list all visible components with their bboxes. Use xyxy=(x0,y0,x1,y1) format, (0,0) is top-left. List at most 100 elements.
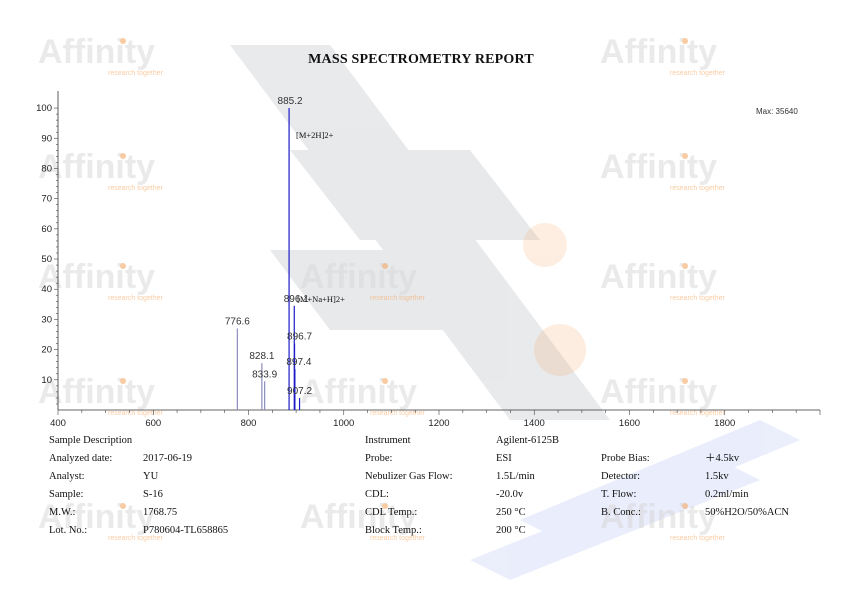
affinity-logo-text: Affinity xyxy=(600,148,717,186)
logo-dot-icon xyxy=(120,153,126,159)
nebulizer-gas-flow-value: 1.5L/min xyxy=(496,471,535,482)
logo-dot-icon xyxy=(120,38,126,44)
block-temp-value: 200 °C xyxy=(496,525,526,536)
affinity-tagline: research together xyxy=(670,295,726,302)
affinity-tagline: research together xyxy=(370,535,426,542)
block-temp-label: Block Temp.: xyxy=(365,525,422,536)
logo-dot-icon xyxy=(682,378,688,384)
diagonal-watermark-bands xyxy=(230,45,610,420)
instrument-label: Instrument xyxy=(365,435,411,446)
nebulizer-gas-flow-label: Nebulizer Gas Flow: xyxy=(365,471,453,482)
affinity-logo-text: Affinity xyxy=(600,373,717,411)
affinity-logo-text: Affinity xyxy=(300,498,417,536)
y-tick-label: 100 xyxy=(36,103,52,114)
probe-bias-value: ＋4.5kv xyxy=(705,453,740,464)
affinity-tagline: research together xyxy=(108,410,164,417)
analyzed-date-value: 2017-06-19 xyxy=(143,453,192,464)
x-tick-label: 1000 xyxy=(333,418,354,429)
detector-value: 1.5kv xyxy=(705,471,729,482)
y-tick-label: 60 xyxy=(41,224,52,235)
probe-label: Probe: xyxy=(365,453,393,464)
b-conc-label: B. Conc.: xyxy=(601,507,641,518)
sample-label: Sample: xyxy=(49,489,84,500)
affinity-tagline: research together xyxy=(108,295,164,302)
y-tick-label: 20 xyxy=(41,345,52,356)
affinity-logo-text: Affinity xyxy=(600,498,717,536)
logo-dot-icon xyxy=(682,153,688,159)
mw-label: M.W.: xyxy=(49,507,76,518)
peak-label-885.2: 885.2 xyxy=(278,96,303,107)
x-tick-label: 600 xyxy=(145,418,161,429)
logo-dot-icon xyxy=(382,263,388,269)
affinity-tagline: research together xyxy=(370,410,426,417)
peak-label-907.2: 907.2 xyxy=(287,386,312,397)
peak-series xyxy=(236,108,301,410)
analyst-value: YU xyxy=(143,471,159,482)
affinity-logo-text: Affinity xyxy=(600,33,717,71)
peak-label-897.4: 897.4 xyxy=(286,357,311,368)
affinity-tagline: research together xyxy=(108,535,164,542)
logo-dot-icon xyxy=(120,378,126,384)
analyzed-date-label: Analyzed date: xyxy=(49,453,113,464)
analyst-label: Analyst: xyxy=(49,471,85,482)
y-tick-label: 70 xyxy=(41,194,52,205)
instrument-value: Agilent-6125B xyxy=(496,435,559,446)
peak-label-828.1: 828.1 xyxy=(249,351,274,362)
logo-dot-icon xyxy=(382,378,388,384)
b-conc-value: 50%H2O/50%ACN xyxy=(705,507,789,518)
probe-value: ESI xyxy=(496,453,512,464)
affinity-tagline: research together xyxy=(670,70,726,77)
peak-label-833.9: 833.9 xyxy=(252,369,277,380)
affinity-tagline: research together xyxy=(370,295,426,302)
y-tick-label: 50 xyxy=(41,254,52,265)
t-flow-value: 0.2ml/min xyxy=(705,489,749,500)
x-tick-label: 800 xyxy=(241,418,257,429)
x-tick-label: 1600 xyxy=(619,418,640,429)
detector-label: Detector: xyxy=(601,471,641,482)
max-intensity-label: Max: 35640 xyxy=(756,107,798,116)
sample-value: S-16 xyxy=(143,489,163,500)
y-tick-label: 30 xyxy=(41,314,52,325)
logo-dot-icon xyxy=(682,263,688,269)
y-tick-label: 90 xyxy=(41,133,52,144)
y-tick-label: 80 xyxy=(41,163,52,174)
orange-watermark-dots xyxy=(523,223,586,376)
logo-dot-icon xyxy=(120,263,126,269)
peak-label-896.1: 896.1 xyxy=(284,294,309,305)
sample-description-heading: Sample Description xyxy=(49,435,133,446)
probe-bias-label: Probe Bias: xyxy=(601,453,650,464)
x-tick-label: 1200 xyxy=(428,418,449,429)
cdl-temp-label: CDL Temp.: xyxy=(365,507,418,518)
y-tick-label: 10 xyxy=(41,375,52,386)
cdl-label: CDL: xyxy=(365,489,389,500)
affinity-tagline: research together xyxy=(670,410,726,417)
affinity-tagline: research together xyxy=(670,185,726,192)
t-flow-label: T. Flow: xyxy=(601,489,637,500)
logo-dot-icon xyxy=(382,503,388,509)
cdl-temp-value: 250 °C xyxy=(496,507,526,518)
affinity-logo-text: Affinity xyxy=(38,498,155,536)
x-tick-label: 1800 xyxy=(714,418,735,429)
affinity-logo-text: Affinity xyxy=(600,258,717,296)
cdl-value: -20.0v xyxy=(496,489,524,500)
lot-no-label: Lot. No.: xyxy=(49,525,88,536)
affinity-logo-text: Affinity xyxy=(38,33,155,71)
blue-watermark-stripes xyxy=(470,420,800,580)
peak-label-896.7: 896.7 xyxy=(287,332,312,343)
affinity-tagline: research together xyxy=(108,70,164,77)
logo-dot-icon xyxy=(120,503,126,509)
